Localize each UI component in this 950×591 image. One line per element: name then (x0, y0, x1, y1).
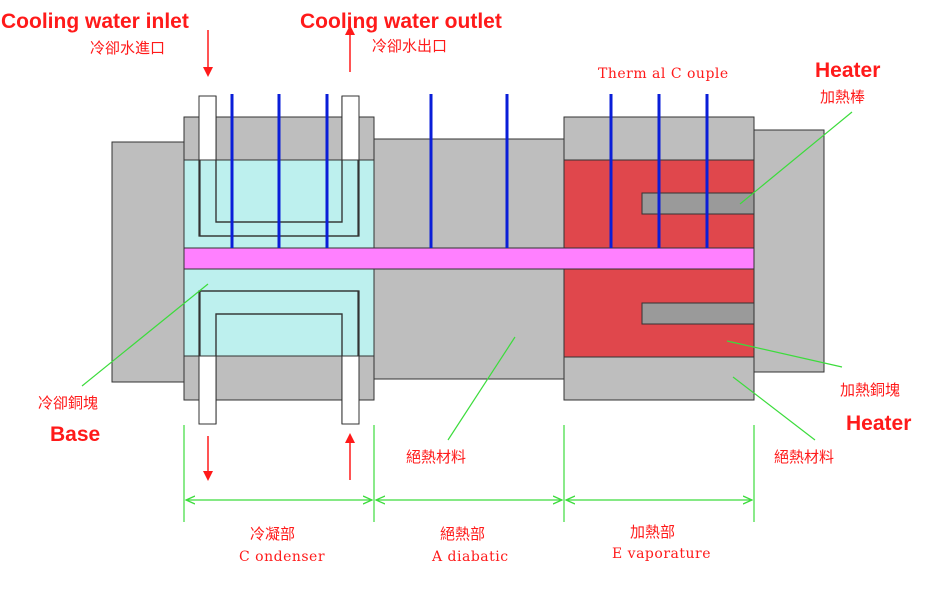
thermocouple-label: Therm al C ouple (598, 66, 729, 82)
heater-block-zh-label: 加熱銅塊 (840, 381, 900, 399)
outlet-tube-bottom (341, 355, 360, 425)
cooling-inlet-zh-label: 冷卻水進口 (90, 39, 165, 57)
cooling-outlet-zh-label: 冷卻水出口 (372, 37, 447, 55)
section-adiabatic-en: A diabatic (431, 549, 509, 565)
section-evaporator-en: E vaporature (612, 546, 711, 562)
section-condenser-zh: 冷凝部 (250, 525, 295, 543)
heat-pipe (183, 247, 755, 270)
heater-rod-upper (641, 192, 755, 215)
leader-lines (81, 111, 853, 441)
base-label: Base (50, 423, 100, 446)
section-adiabatic-zh: 絕熱部 (440, 525, 485, 543)
outlet-tube-top (341, 95, 360, 161)
heater-rod-zh-label: 加熱棒 (820, 88, 865, 106)
cooling-inlet-label: Cooling water inlet (1, 10, 189, 33)
right-end-block (753, 129, 825, 373)
cooling-outlet-label: Cooling water outlet (300, 10, 502, 33)
inlet-tube-bottom (198, 355, 217, 425)
left-end-block (111, 141, 186, 383)
heater-rod-lower (641, 302, 755, 325)
section-evaporator-zh: 加熱部 (630, 523, 675, 541)
heater-bottom-label: Heater (846, 412, 911, 435)
insulation-label-1: 絕熱材料 (406, 448, 466, 466)
section-condenser-en: C ondenser (239, 549, 325, 565)
cooling-block-zh-label: 冷卻銅塊 (38, 394, 98, 412)
thermocouples (230, 94, 709, 248)
inlet-tube-top (198, 95, 217, 161)
heater-top-label: Heater (815, 59, 880, 82)
section-boundaries (183, 425, 755, 522)
insulation-label-2: 絕熱材料 (774, 448, 834, 466)
